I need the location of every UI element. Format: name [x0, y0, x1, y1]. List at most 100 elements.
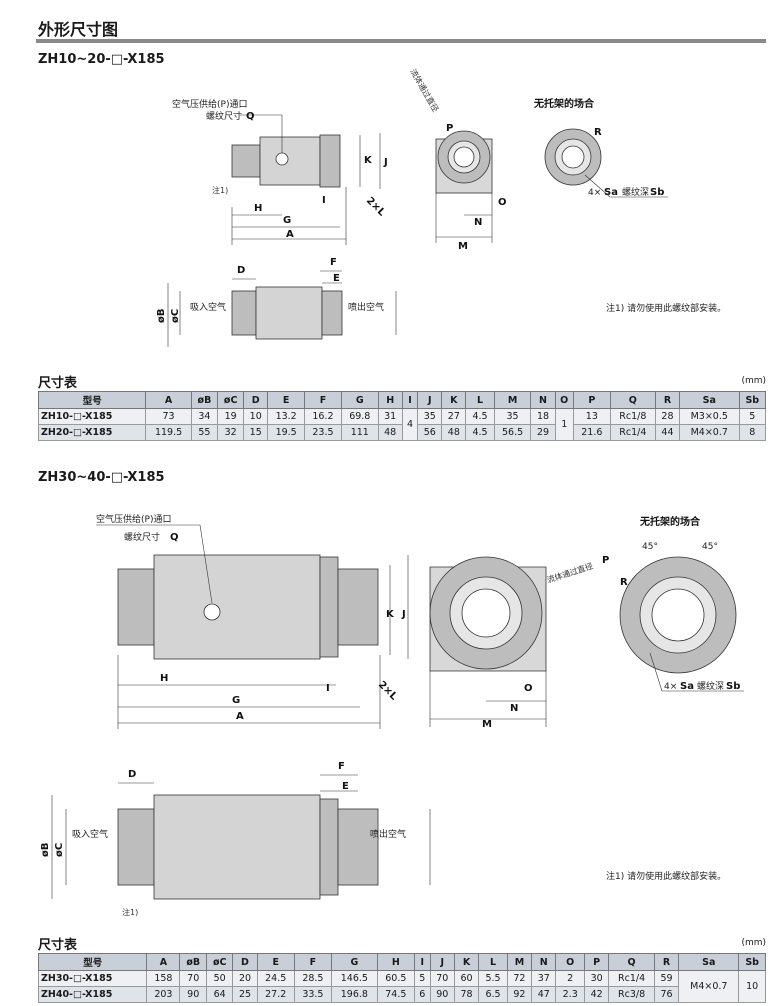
- table-cell: 72: [506, 970, 533, 987]
- header-cell: A: [146, 953, 181, 971]
- header-cell: I: [401, 391, 419, 409]
- note-text-2: 注1) 请勿使用此螺纹部安装。: [606, 870, 726, 882]
- sa-prefix: 4×: [588, 188, 601, 198]
- table-cell: 16.2: [304, 408, 342, 425]
- drawing-zh30-40: 空气压供给(P)通口 螺纹尺寸 Q H G A I 2×L K J 流体通过直径…: [40, 513, 744, 917]
- table-cell: 18: [530, 408, 556, 425]
- n-label: N: [474, 217, 482, 228]
- header-cell: P: [583, 953, 610, 971]
- no-bracket-view-2: 无托架的场合 45° 45° R 4× Sa 螺纹深 Sb: [619, 515, 744, 692]
- table-cell: ZH10-□-X185: [37, 408, 147, 425]
- outlet-flange-shape-2: [319, 556, 339, 658]
- outlet-label: 喷出空气: [348, 301, 384, 313]
- table-cell: 35: [493, 408, 532, 425]
- l-label-2: 2×L: [376, 679, 400, 703]
- table-title-2: 尺寸表: [38, 938, 78, 953]
- table-cell: 29: [530, 424, 556, 441]
- front-view-2: 流体通过直径 P O N M: [429, 555, 609, 730]
- angle-label-right: 45°: [702, 542, 718, 552]
- header-cell: Q: [608, 953, 655, 971]
- port-label-1: 空气压供给(P)通口: [172, 98, 247, 110]
- table-cell: 69.8: [340, 408, 379, 425]
- header-cell: L: [478, 953, 508, 971]
- table-cell: 158: [146, 970, 181, 987]
- header-cell: I: [413, 953, 431, 971]
- dimension-table-1: 型号 A øB øC D E F G H I J K L M N O P Q R…: [37, 391, 767, 441]
- header-cell: 型号: [37, 953, 148, 971]
- table-cell: M4×0.7: [678, 970, 740, 1003]
- table-cell: 50: [206, 970, 234, 987]
- k-label: K: [364, 155, 373, 166]
- top-inlet-shape: [231, 290, 257, 336]
- table-cell: 90: [179, 986, 208, 1003]
- oc-label: øC: [170, 309, 181, 323]
- table-cell: M4×0.7: [679, 424, 740, 441]
- table-cell: 90: [429, 986, 455, 1003]
- table-cell: 60: [453, 970, 480, 987]
- table-cell: 56: [417, 424, 443, 441]
- table-cell: 2: [555, 970, 585, 987]
- table-header-row: 型号 A øB øC D E F G H I J K L M N O P Q R…: [37, 953, 766, 971]
- inlet-end-shape: [231, 144, 261, 178]
- table-cell: 92: [506, 986, 533, 1003]
- header-cell: øC: [217, 391, 245, 409]
- table-cell: 37: [531, 970, 557, 987]
- table-cell: 78: [453, 986, 480, 1003]
- table-cell: 15: [243, 424, 269, 441]
- header-cell: øB: [190, 391, 219, 409]
- outlet-flange-shape: [319, 134, 341, 188]
- note1-mark-2: 注1): [122, 907, 138, 917]
- header-cell: Q: [609, 391, 656, 409]
- table-cell: 44: [654, 424, 681, 441]
- header-cell: J: [417, 391, 443, 409]
- table-row: ZH20-□-X185 119.5 55 32 15 19.5 23.5 111…: [37, 424, 767, 441]
- table-cell: 19: [217, 408, 245, 425]
- o-label: O: [498, 197, 507, 208]
- table-cell: 1: [554, 408, 574, 441]
- a-label-2: A: [236, 711, 244, 722]
- p-label-2: P: [602, 555, 609, 566]
- body-shape: [259, 136, 321, 186]
- table-cell: 146.5: [330, 970, 378, 987]
- ob-label-2: øB: [40, 843, 51, 858]
- r-label-2: R: [620, 577, 628, 588]
- header-cell: F: [304, 391, 342, 409]
- note-text: 注1) 请勿使用此螺纹部安装。: [606, 302, 726, 314]
- supply-port-shape-2: [203, 603, 221, 621]
- header-cell: M: [506, 953, 533, 971]
- oc-label-2: øC: [54, 843, 65, 857]
- l-label: 2×L: [364, 195, 388, 219]
- port-label-2b: 螺纹尺寸: [124, 531, 160, 543]
- header-cell: Sb: [738, 953, 766, 971]
- table-cell: 20: [232, 970, 258, 987]
- header-cell: Sa: [678, 953, 740, 971]
- header-cell: 型号: [37, 391, 147, 409]
- table-cell: 70: [429, 970, 455, 987]
- dimension-table-1-wrap: 尺寸表 (mm) 型号 A øB øC D E F G H I J K L M …: [37, 372, 767, 441]
- angle-label-left: 45°: [642, 542, 658, 552]
- table-cell: 6.5: [478, 986, 508, 1003]
- j-label: J: [383, 157, 388, 168]
- m-label: M: [458, 241, 468, 252]
- table-cell: 56.5: [493, 424, 532, 441]
- table-cell: 5.5: [478, 970, 508, 987]
- d-label-2: D: [128, 769, 136, 780]
- top-flange-shape-2: [319, 798, 339, 896]
- table-cell: 55: [190, 424, 219, 441]
- side-view-2: 空气压供给(P)通口 螺纹尺寸 Q H G A I 2×L K J: [96, 513, 409, 729]
- j-label-2: J: [401, 609, 406, 620]
- table-cell: 60.5: [376, 970, 415, 987]
- g-label-2: G: [232, 695, 240, 706]
- header-cell: K: [441, 391, 467, 409]
- sa-label: Sa: [604, 187, 618, 198]
- q-label: Q: [246, 111, 255, 122]
- sb-label: Sb: [650, 187, 664, 198]
- table-cell: 28.5: [293, 970, 332, 987]
- i-label: I: [322, 195, 326, 206]
- table-cell: 74.5: [376, 986, 415, 1003]
- table-cell: 28: [654, 408, 681, 425]
- e-label: E: [333, 273, 340, 284]
- table-cell: 34: [190, 408, 219, 425]
- sa-mid-2: 螺纹深: [697, 680, 724, 692]
- a-label: A: [286, 229, 294, 240]
